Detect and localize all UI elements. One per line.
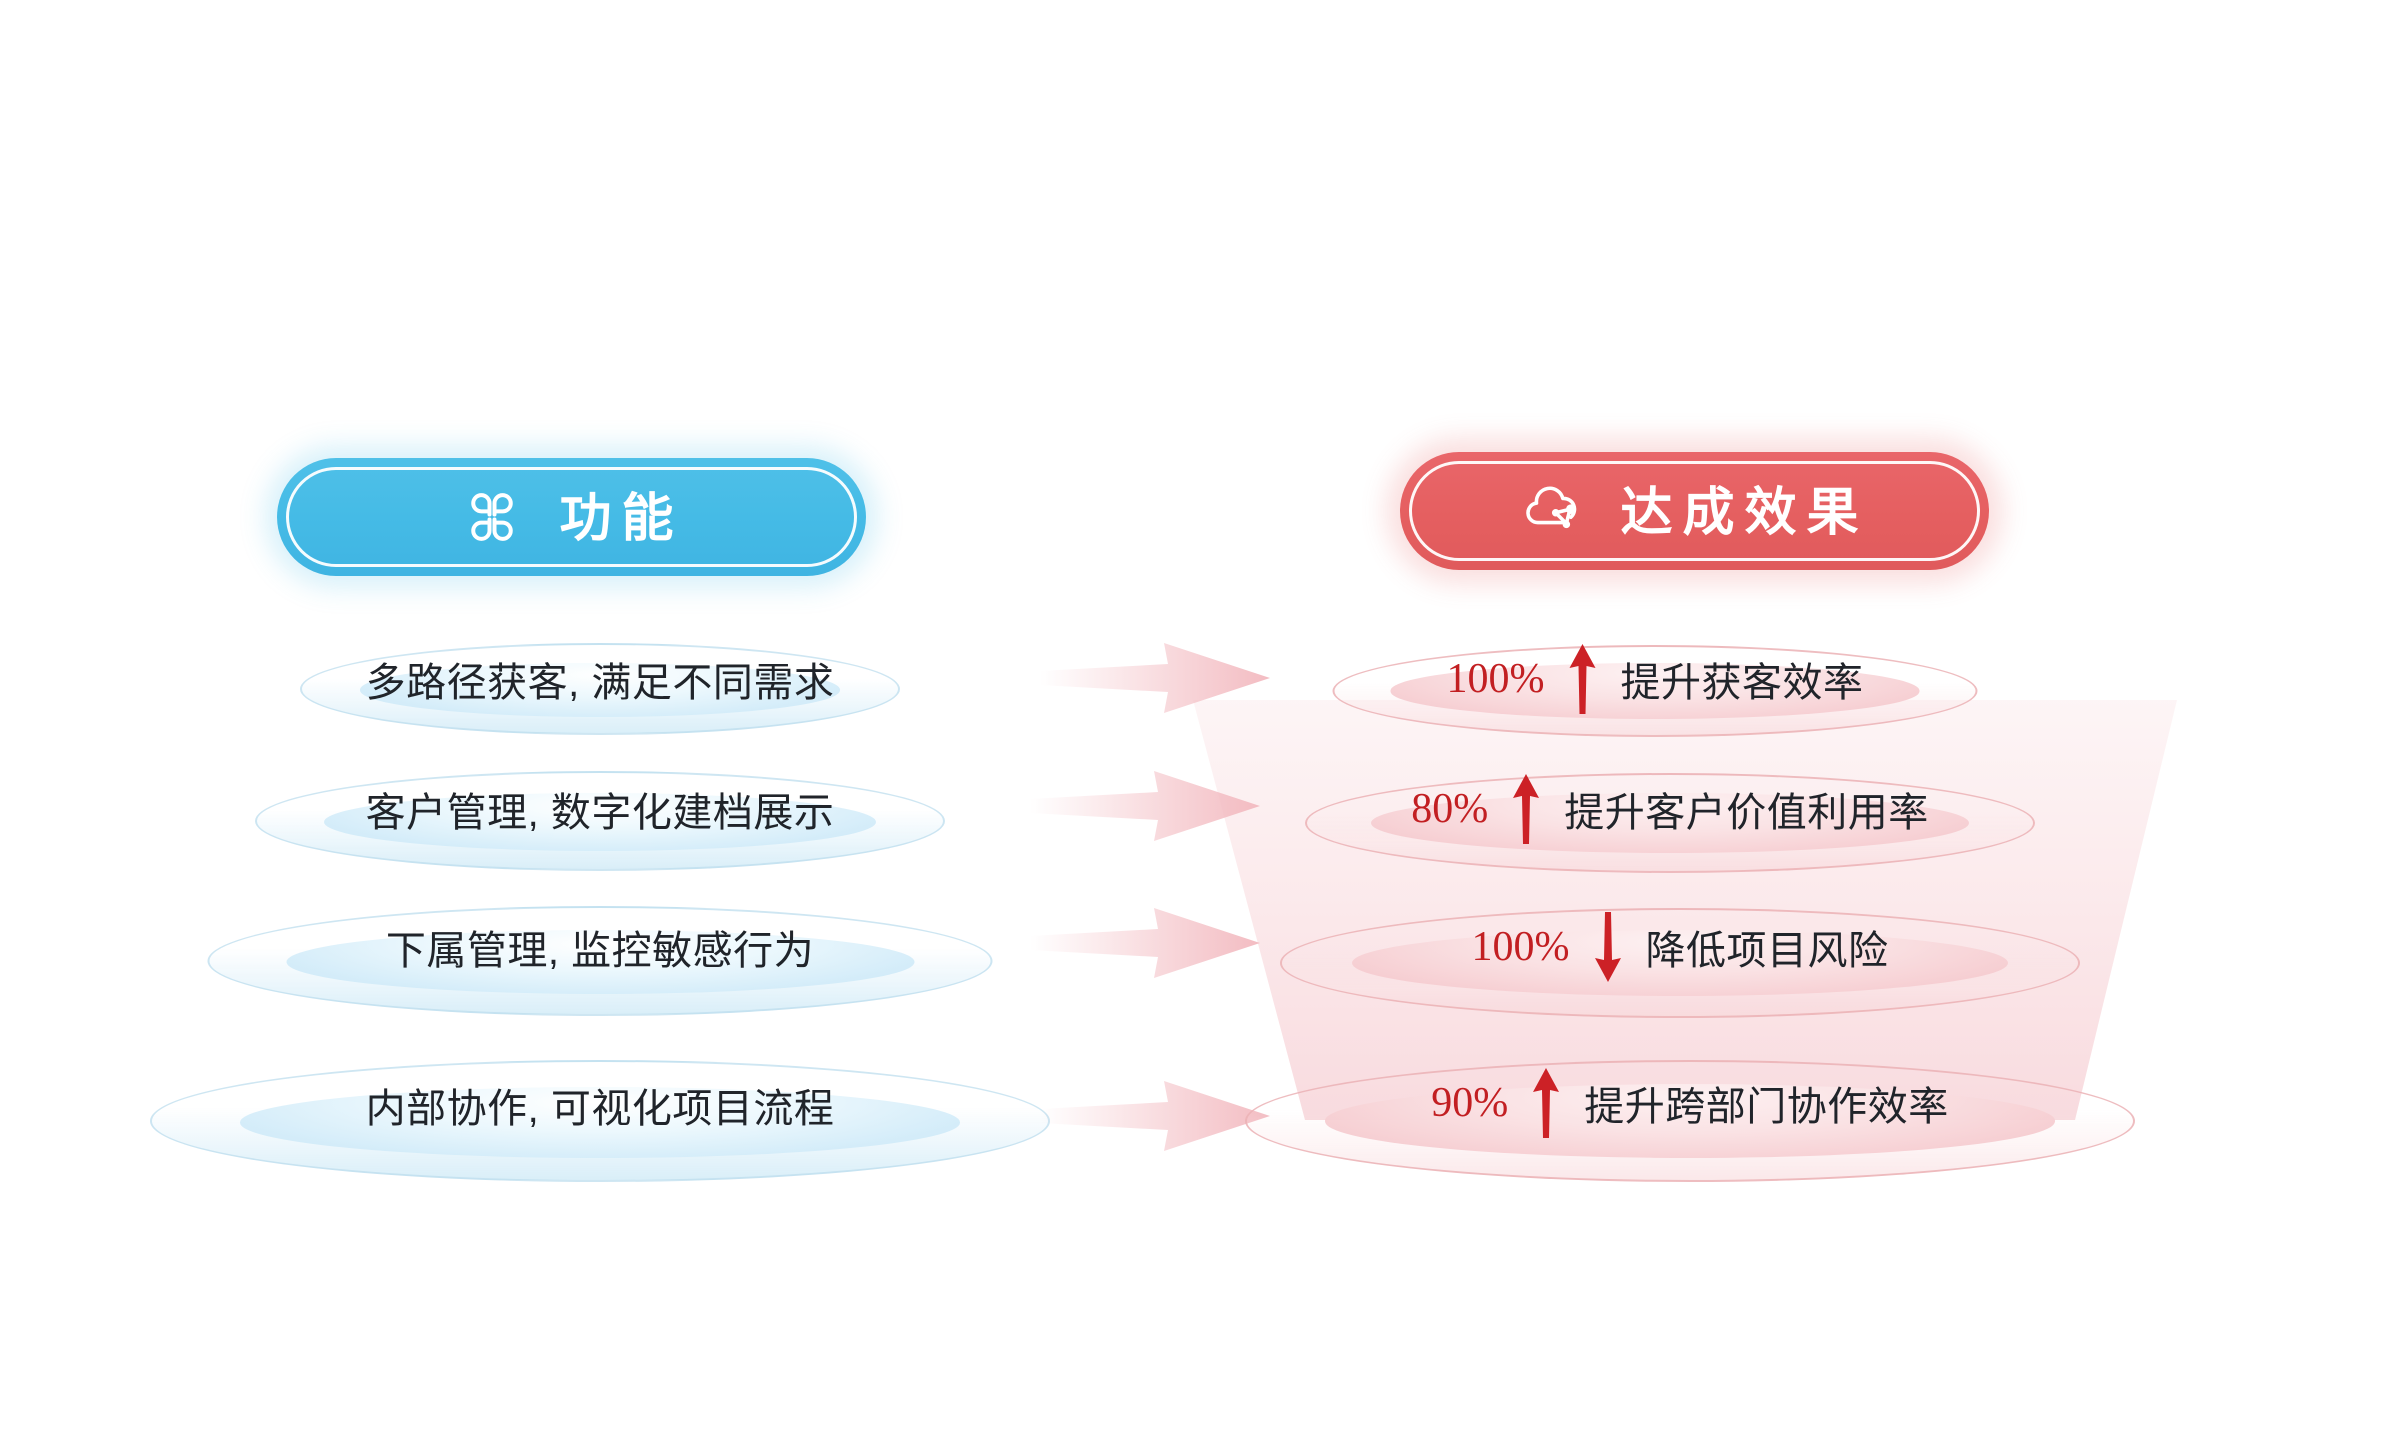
feature-label-1: 多路径获客, 满足不同需求 — [365, 661, 835, 705]
results-header-label: 达成效果 — [1620, 484, 1869, 542]
trend-down-icon — [1590, 909, 1626, 985]
trend-up-icon — [1508, 771, 1544, 847]
features-header-pill[interactable]: 功能 — [277, 458, 866, 576]
feature-disc-1[interactable]: 多路径获客, 满足不同需求 — [300, 643, 900, 735]
result-disc-4[interactable]: 90% 提升跨部门协作效率 — [1245, 1060, 2135, 1182]
result-label-4: 提升跨部门协作效率 — [1584, 1085, 1949, 1129]
results-header-pill[interactable]: 达成效果 — [1400, 452, 1989, 570]
connector-arrow-4 — [1040, 1081, 1270, 1151]
result-metric-3: 100% — [1471, 924, 1570, 970]
feature-label-4: 内部协作, 可视化项目流程 — [365, 1087, 835, 1131]
disc-inner — [360, 663, 840, 717]
result-label-2: 提升客户价值利用率 — [1564, 791, 1929, 835]
disc-inner — [240, 1086, 960, 1158]
disc-inner — [1370, 793, 1970, 853]
trend-up-icon — [1528, 1065, 1564, 1141]
result-metric-4: 90% — [1431, 1080, 1509, 1126]
result-label-1: 提升获客效率 — [1620, 661, 1864, 705]
result-label-3: 降低项目风险 — [1645, 929, 1889, 973]
disc-inner — [286, 930, 914, 994]
disc-inner — [324, 793, 876, 851]
result-disc-1[interactable]: 100% 提升获客效率 — [1332, 644, 1978, 737]
features-header-label: 功能 — [559, 490, 684, 548]
connector-arrow-3 — [1030, 908, 1260, 978]
feature-disc-2[interactable]: 客户管理, 数字化建档展示 — [255, 771, 945, 871]
disc-inner — [1390, 663, 1920, 719]
result-metric-2: 80% — [1411, 786, 1489, 832]
feature-label-2: 客户管理, 数字化建档展示 — [365, 791, 835, 835]
feature-disc-3[interactable]: 下属管理, 监控敏感行为 — [207, 906, 993, 1016]
result-metric-1: 100% — [1446, 656, 1545, 702]
result-disc-2[interactable]: 80% 提升客户价值利用率 — [1305, 773, 2035, 873]
cloud-network-icon — [1520, 478, 1586, 544]
connector-arrow-2 — [1030, 771, 1260, 841]
disc-inner — [1352, 930, 2008, 996]
disc-inner — [1325, 1084, 2055, 1158]
connector-arrow-1 — [1040, 643, 1270, 713]
four-petal-icon — [459, 484, 525, 550]
feature-label-3: 下属管理, 监控敏感行为 — [385, 929, 815, 973]
feature-disc-4[interactable]: 内部协作, 可视化项目流程 — [150, 1060, 1050, 1182]
trend-up-icon — [1565, 641, 1601, 717]
result-disc-3[interactable]: 100% 降低项目风险 — [1280, 908, 2080, 1018]
